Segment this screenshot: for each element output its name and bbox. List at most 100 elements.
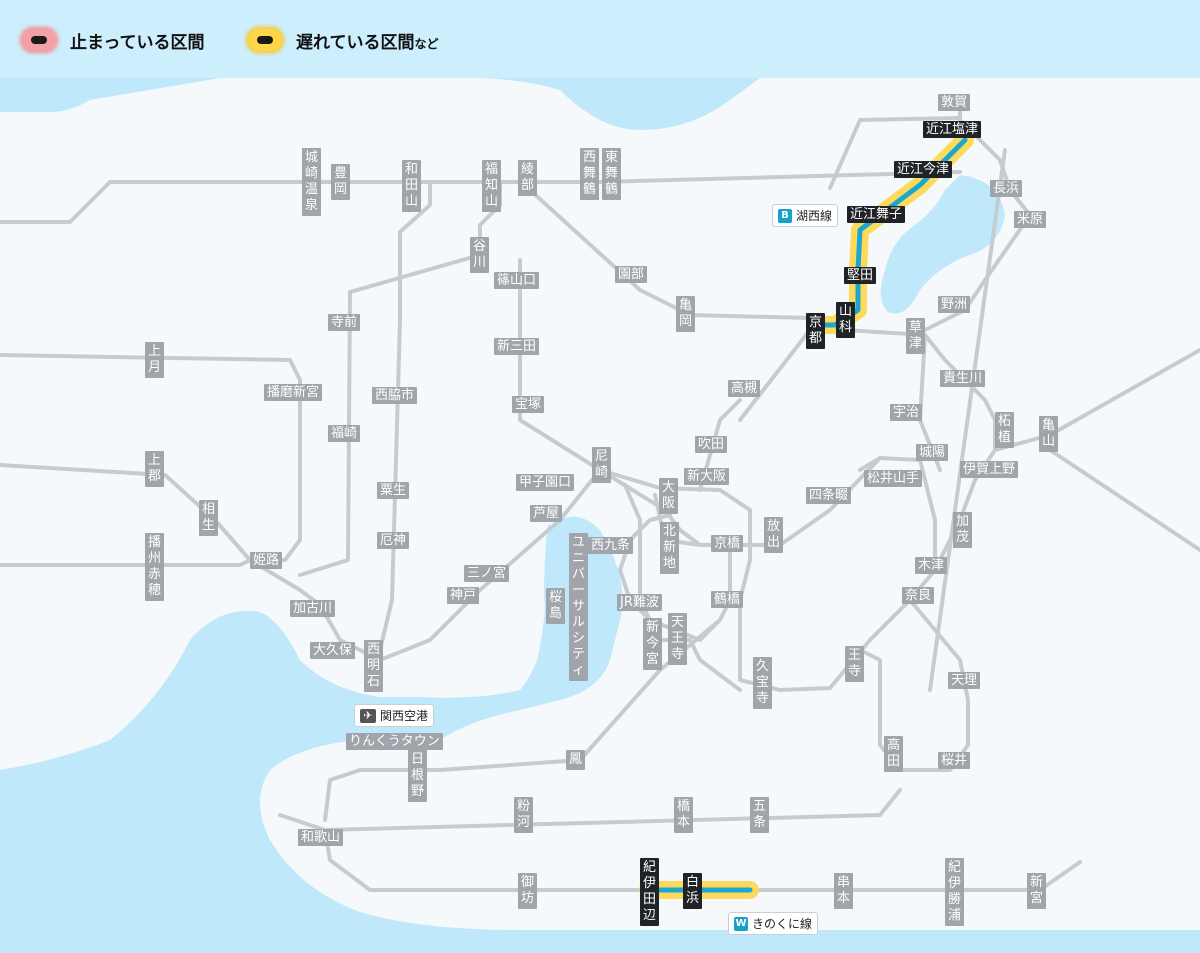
station-takarazuka[interactable]: 宝塚 [512,396,545,413]
station-iga-ueno[interactable]: 伊賀上野 [960,461,1019,478]
station-sannomiya[interactable]: 三ノ宮 [464,565,510,582]
lake-biwa [880,175,1005,314]
station-tennoji[interactable]: 天王寺 [668,613,687,665]
station-kobe[interactable]: 神戸 [447,587,480,604]
station-banshu-ako[interactable]: 播州赤穂 [145,533,164,601]
station-tenri[interactable]: 天理 [948,672,981,689]
station-omi-shiotsu[interactable]: 近江塩津 [923,121,982,138]
station-kinosaki-onsen[interactable]: 城崎温泉 [302,148,321,216]
airport-kansai[interactable]: ✈関西空港 [354,704,435,727]
station-shin-sanda[interactable]: 新三田 [494,338,540,355]
station-fukuchiyama[interactable]: 福知山 [482,160,501,212]
station-aioi[interactable]: 相生 [199,500,218,536]
station-kusatsu[interactable]: 草津 [906,318,925,354]
station-ayabe[interactable]: 綾部 [518,160,537,196]
line-badge-icon: W [734,916,748,931]
station-kita-shinchi[interactable]: 北新地 [660,522,679,574]
station-yasu[interactable]: 野洲 [938,296,971,313]
station-omi-maiko[interactable]: 近江舞子 [847,206,906,223]
station-nara[interactable]: 奈良 [902,587,935,604]
station-nishi-maizuru[interactable]: 西舞鶴 [580,148,599,200]
station-suita[interactable]: 吹田 [695,436,728,453]
station-jr-namba[interactable]: JR難波 [617,594,662,611]
station-kii-tanabe[interactable]: 紀伊田辺 [640,858,659,926]
station-rinku-town[interactable]: りんくうタウン [346,733,443,750]
station-shijonawate[interactable]: 四条畷 [806,487,852,504]
station-kokawa[interactable]: 粉河 [514,797,533,833]
line-tag-kosei[interactable]: B 湖西線 [772,204,839,227]
station-shin-osaka[interactable]: 新大阪 [684,468,730,485]
legend-delayed: 遅れている区間など [248,26,439,54]
station-kyobashi[interactable]: 京橋 [711,535,744,552]
station-higashi-maizuru[interactable]: 東舞鶴 [602,148,621,200]
station-tanigawa[interactable]: 谷川 [470,237,489,273]
station-himeji[interactable]: 姫路 [250,552,283,569]
station-kii-katsuura[interactable]: 紀伊勝浦 [945,858,964,926]
line-badge-icon: B [778,208,792,223]
station-kibukawa[interactable]: 貴生川 [940,370,986,387]
station-wakayama[interactable]: 和歌山 [298,829,344,846]
station-hanaten[interactable]: 放出 [764,517,783,553]
station-amagasaki[interactable]: 尼崎 [592,447,611,483]
legend-delayed-suffix: など [414,36,439,51]
station-katata[interactable]: 堅田 [844,267,877,284]
station-kamo[interactable]: 加茂 [953,512,972,548]
station-nishikujo[interactable]: 西九条 [588,537,634,554]
station-okubo[interactable]: 大久保 [310,642,356,659]
station-maibara[interactable]: 米原 [1014,211,1047,228]
airport-label: 関西空港 [380,709,429,723]
station-kamitsuki[interactable]: 上月 [145,342,164,378]
station-koshienguchi[interactable]: 甲子園口 [516,474,575,491]
station-omi-imazu[interactable]: 近江今津 [894,161,953,178]
station-sakurajima[interactable]: 桜島 [546,588,565,624]
station-kamigori[interactable]: 上郡 [145,451,164,487]
station-universal-city[interactable]: ユニバーサルシティ [569,533,588,681]
line-tag-label: 湖西線 [796,209,833,223]
station-yamashina[interactable]: 山科 [836,302,855,338]
station-teramae[interactable]: 寺前 [328,314,361,331]
station-kyuhoji[interactable]: 久宝寺 [753,657,772,709]
station-shingu[interactable]: 新宮 [1027,873,1046,909]
station-sasayamaguchi[interactable]: 篠山口 [494,272,540,289]
station-fukusaki[interactable]: 福崎 [328,425,361,442]
station-ashiya[interactable]: 芦屋 [530,505,563,522]
station-otori[interactable]: 鳳 [566,750,585,770]
station-kameoka[interactable]: 亀岡 [676,296,695,332]
station-tsuge[interactable]: 柘植 [995,412,1014,448]
station-matsui-yamate[interactable]: 松井山手 [864,470,923,487]
legend-stopped: 止まっている区間 [22,26,204,54]
station-tsurumibashi[interactable]: 鶴橋 [711,591,744,608]
station-nagahama[interactable]: 長浜 [990,180,1023,197]
station-nishiwaki-shi[interactable]: 西脇市 [372,387,418,404]
station-sakurai[interactable]: 桜井 [938,752,971,769]
station-kushimoto[interactable]: 串本 [834,873,853,909]
station-takada[interactable]: 高田 [884,736,903,772]
station-gobo[interactable]: 御坊 [518,873,537,909]
station-oji[interactable]: 王寺 [845,646,864,682]
stopped-swatch-icon [22,29,56,51]
station-sonobe[interactable]: 園部 [615,266,648,283]
station-kameyama[interactable]: 亀山 [1039,416,1058,452]
station-joyo[interactable]: 城陽 [916,444,949,461]
station-takatsuki[interactable]: 高槻 [728,380,761,397]
station-osaka[interactable]: 大阪 [659,478,678,514]
legend-delayed-label: 遅れている区間 [296,32,415,53]
station-gojo[interactable]: 五条 [750,797,769,833]
station-shin-imamiya[interactable]: 新今宮 [643,618,662,670]
station-awaga[interactable]: 粟生 [377,482,410,499]
station-nishi-akashi[interactable]: 西明石 [364,640,383,692]
station-uji[interactable]: 宇治 [890,404,923,421]
station-kyoto[interactable]: 京都 [806,313,825,349]
station-wadayama[interactable]: 和田山 [402,160,421,212]
delayed-swatch-icon [248,29,282,51]
station-shirahama[interactable]: 白浜 [683,873,702,909]
station-kizu[interactable]: 木津 [915,557,948,574]
station-hineno[interactable]: 日根野 [408,750,427,802]
station-toyooka[interactable]: 豊岡 [331,164,350,200]
station-hashimoto[interactable]: 橋本 [674,797,693,833]
station-kakogawa[interactable]: 加古川 [290,600,336,617]
station-tsuruga[interactable]: 敦賀 [938,94,971,111]
station-yakujin[interactable]: 厄神 [377,532,410,549]
station-harima-shingu[interactable]: 播磨新宮 [264,384,323,401]
